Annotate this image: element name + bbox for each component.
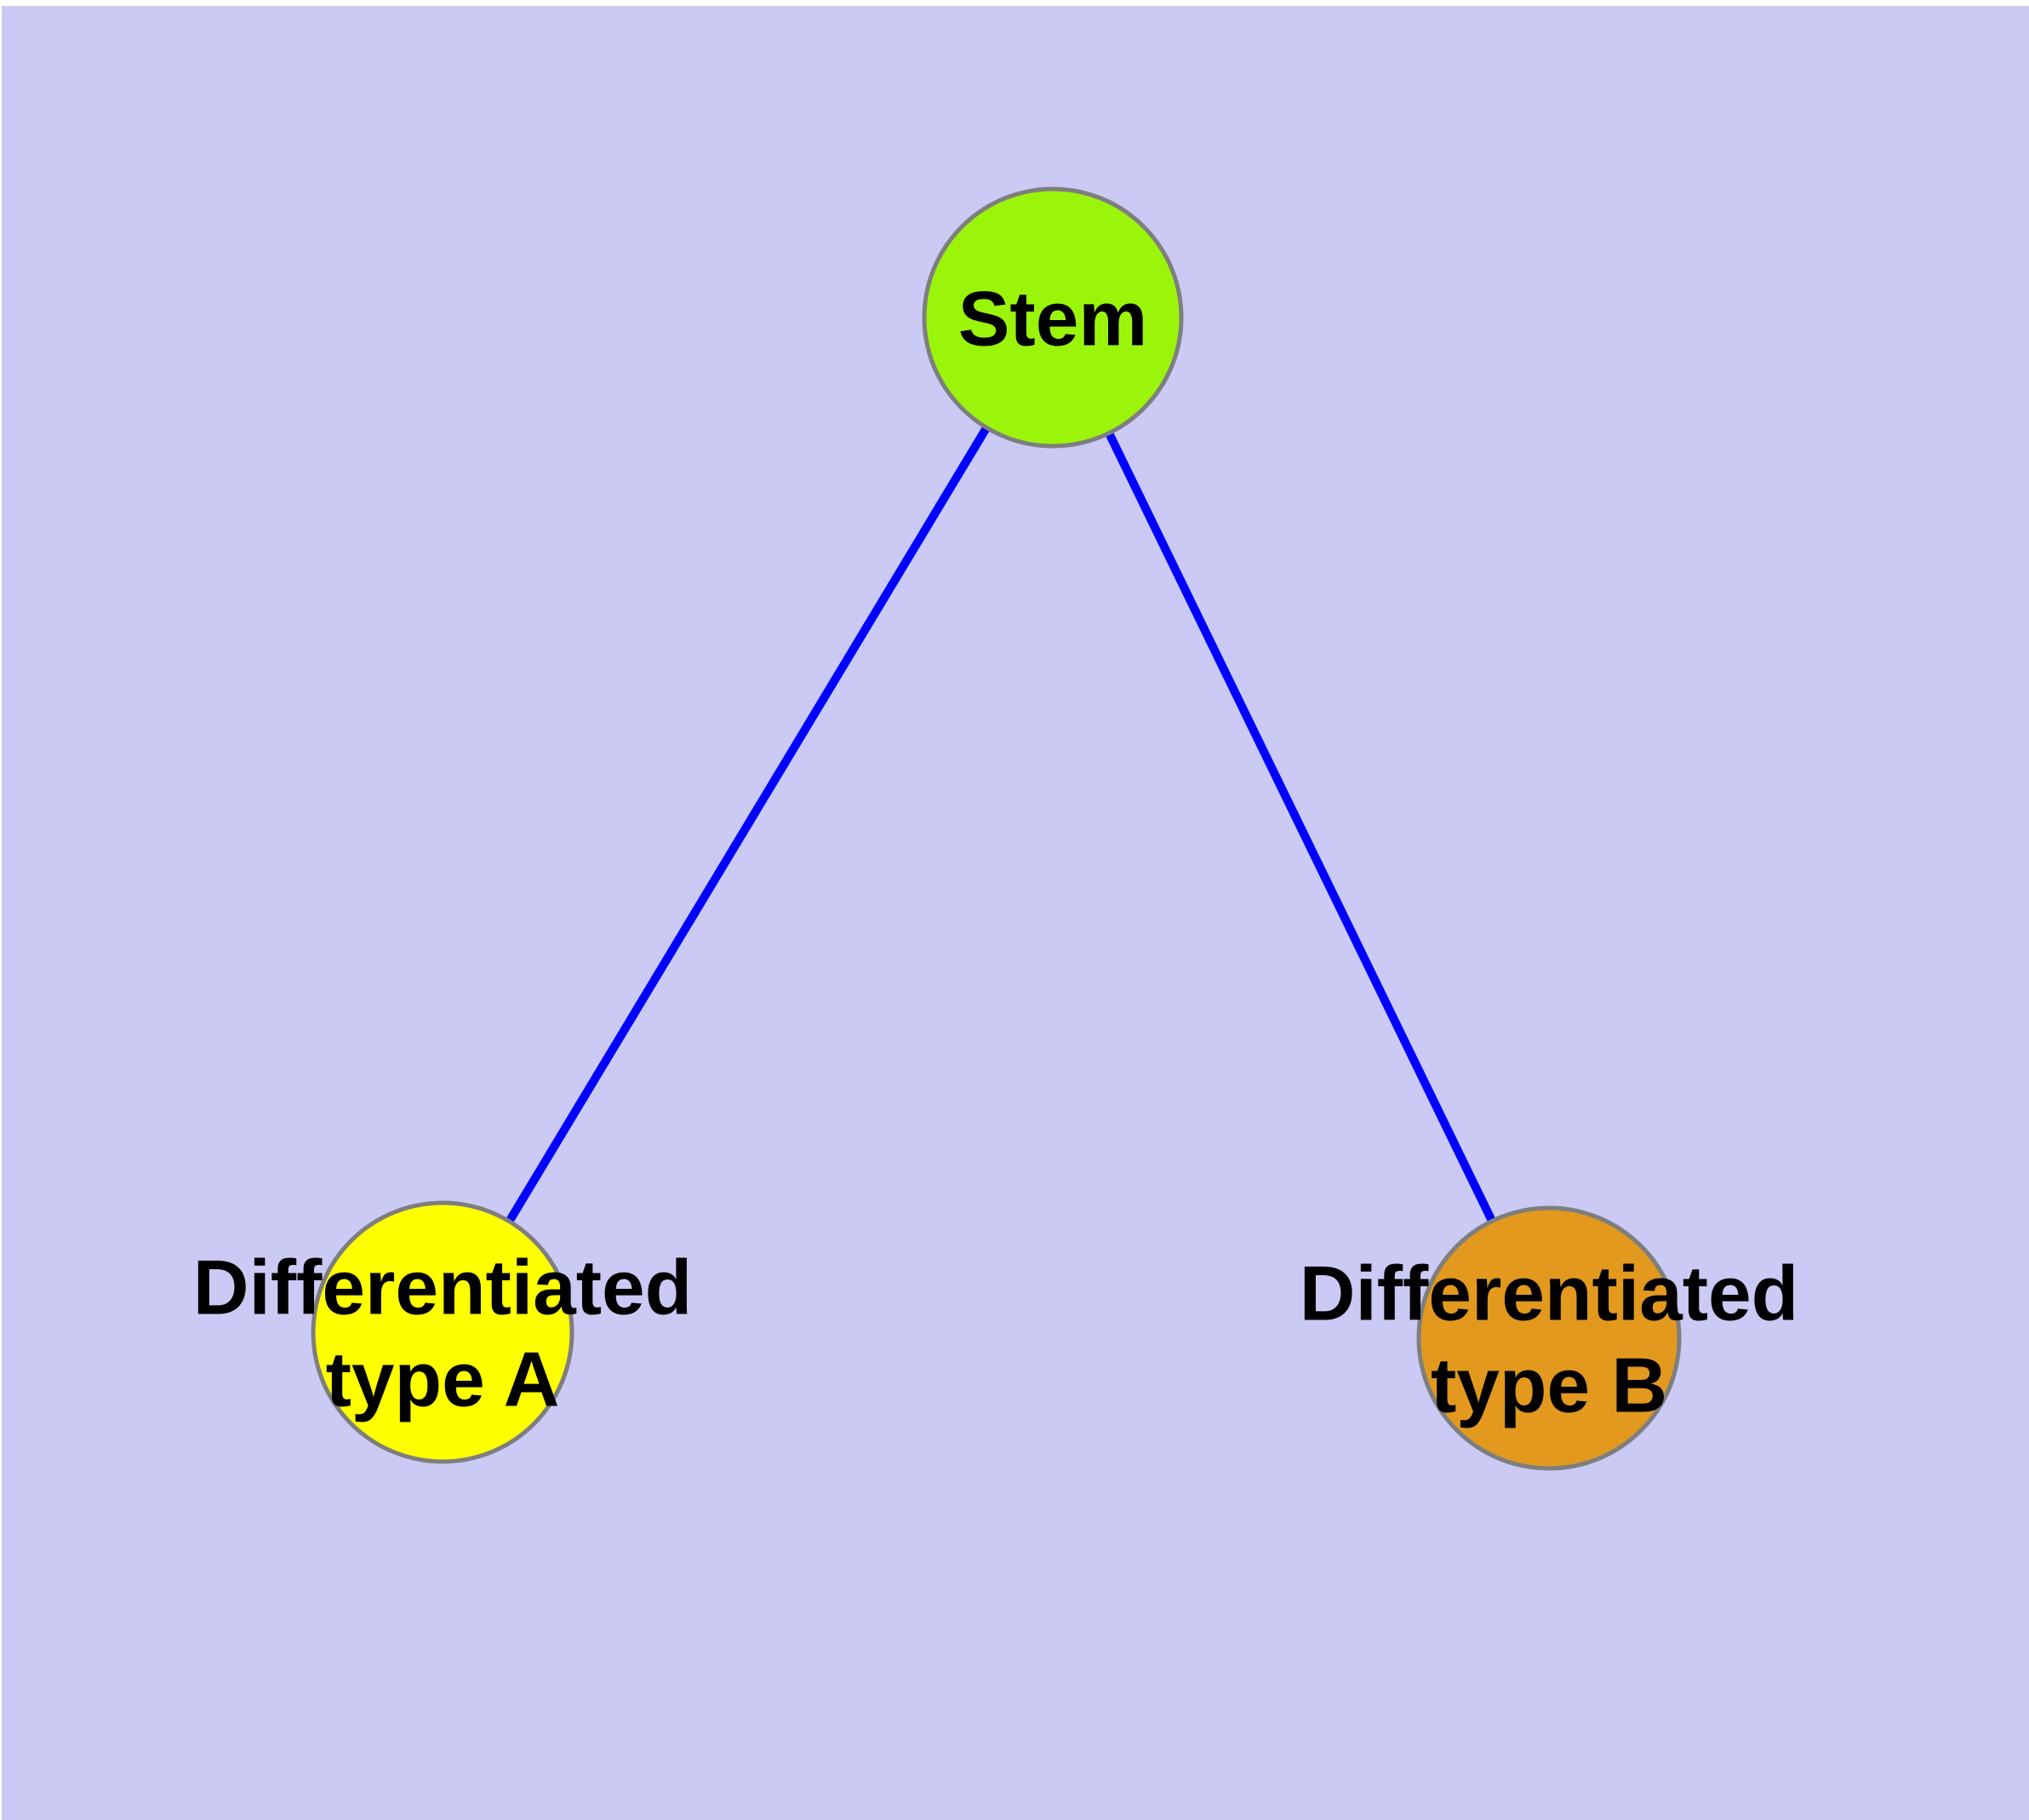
node-typeA-circle bbox=[311, 1200, 574, 1464]
node-typeB-circle bbox=[1416, 1205, 1682, 1471]
node-typeB-label-line: Differentiated bbox=[1300, 1251, 1799, 1336]
node-stem-label: Stem bbox=[958, 276, 1148, 362]
node-typeA-label-line: type A bbox=[326, 1337, 560, 1423]
node-stem: Stem bbox=[922, 186, 1184, 449]
node-typeB-label-line: type B bbox=[1431, 1343, 1667, 1429]
node-typeA-label-line: Differentiated bbox=[193, 1245, 693, 1331]
node-stem-circle bbox=[922, 186, 1184, 449]
edge-stem-typeB bbox=[1049, 315, 1553, 1341]
node-stem-label-line: Stem bbox=[958, 276, 1148, 362]
edge-stem-typeA bbox=[438, 315, 1057, 1335]
